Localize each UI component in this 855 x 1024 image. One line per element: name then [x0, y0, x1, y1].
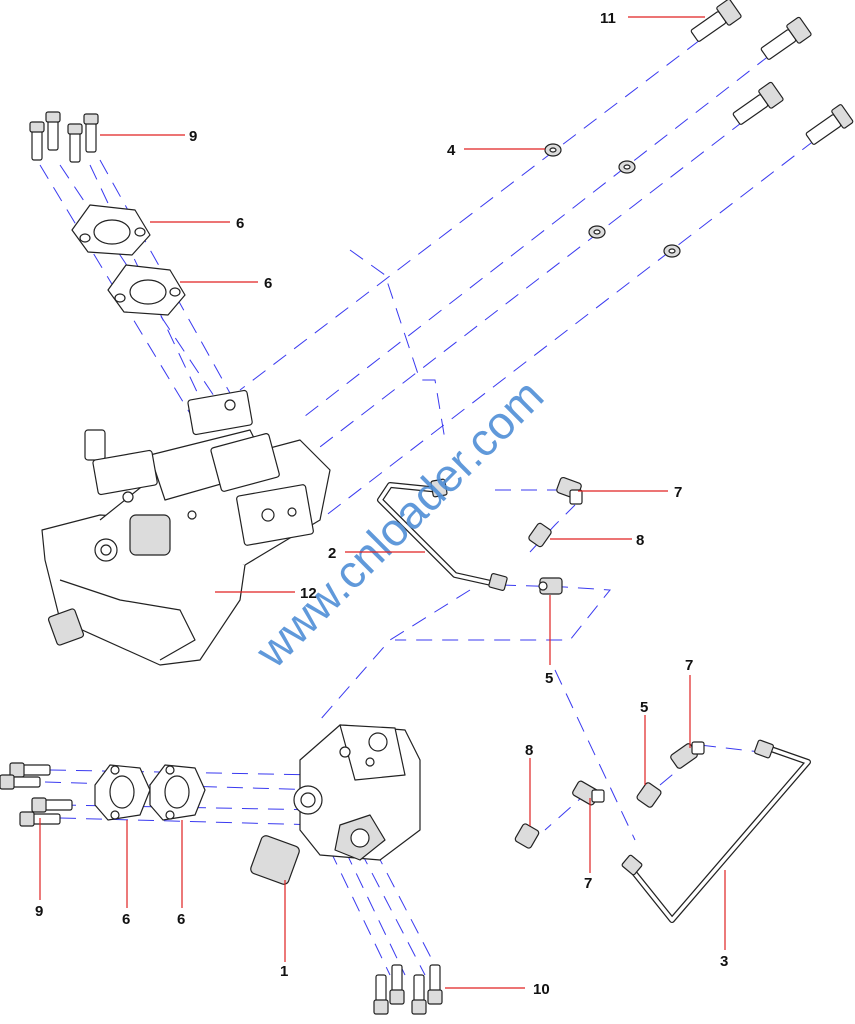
hydraulic-line-2 [377, 478, 508, 591]
callout-9-top: 9 [189, 128, 197, 145]
callout-11: 11 [600, 10, 616, 27]
cap-screws-9-bottom [0, 762, 73, 827]
bolts-11 [690, 0, 854, 145]
cap-screws-10 [373, 964, 443, 1015]
callout-6-top-b: 6 [264, 275, 272, 292]
leader-lines [39, 16, 726, 989]
callout-8-mid: 8 [636, 532, 644, 549]
callout-1: 1 [280, 963, 288, 980]
split-flanges-6-bottom [94, 764, 206, 821]
callout-5-mid: 5 [545, 670, 553, 687]
cap-screws-9-top [29, 111, 99, 163]
callout-2: 2 [328, 545, 336, 562]
callout-labels: 11 9 4 6 6 7 8 2 12 5 7 5 8 7 9 6 6 1 3 … [35, 10, 728, 998]
callout-10: 10 [533, 981, 550, 998]
hydraulic-line-3 [621, 739, 811, 923]
valve-block-1 [250, 724, 421, 885]
callout-7-bottom: 7 [584, 875, 592, 892]
callout-6-bottom-a: 6 [122, 911, 130, 928]
callout-7-right: 7 [685, 657, 693, 674]
callout-6-top-a: 6 [236, 215, 244, 232]
callout-8-right: 8 [525, 742, 533, 759]
callout-7-mid: 7 [674, 484, 682, 501]
callout-6-bottom-b: 6 [177, 911, 185, 928]
washers-4 [544, 143, 681, 258]
callout-3: 3 [720, 953, 728, 970]
callout-5-right: 5 [640, 699, 648, 716]
fittings-right [514, 741, 705, 849]
split-flanges-6-top [71, 204, 186, 316]
callout-12: 12 [300, 585, 317, 602]
fittings-mid [528, 476, 583, 595]
pump-motor-assembly-12 [41, 389, 331, 666]
callout-4: 4 [447, 142, 456, 159]
callout-9-bottom: 9 [35, 903, 43, 920]
